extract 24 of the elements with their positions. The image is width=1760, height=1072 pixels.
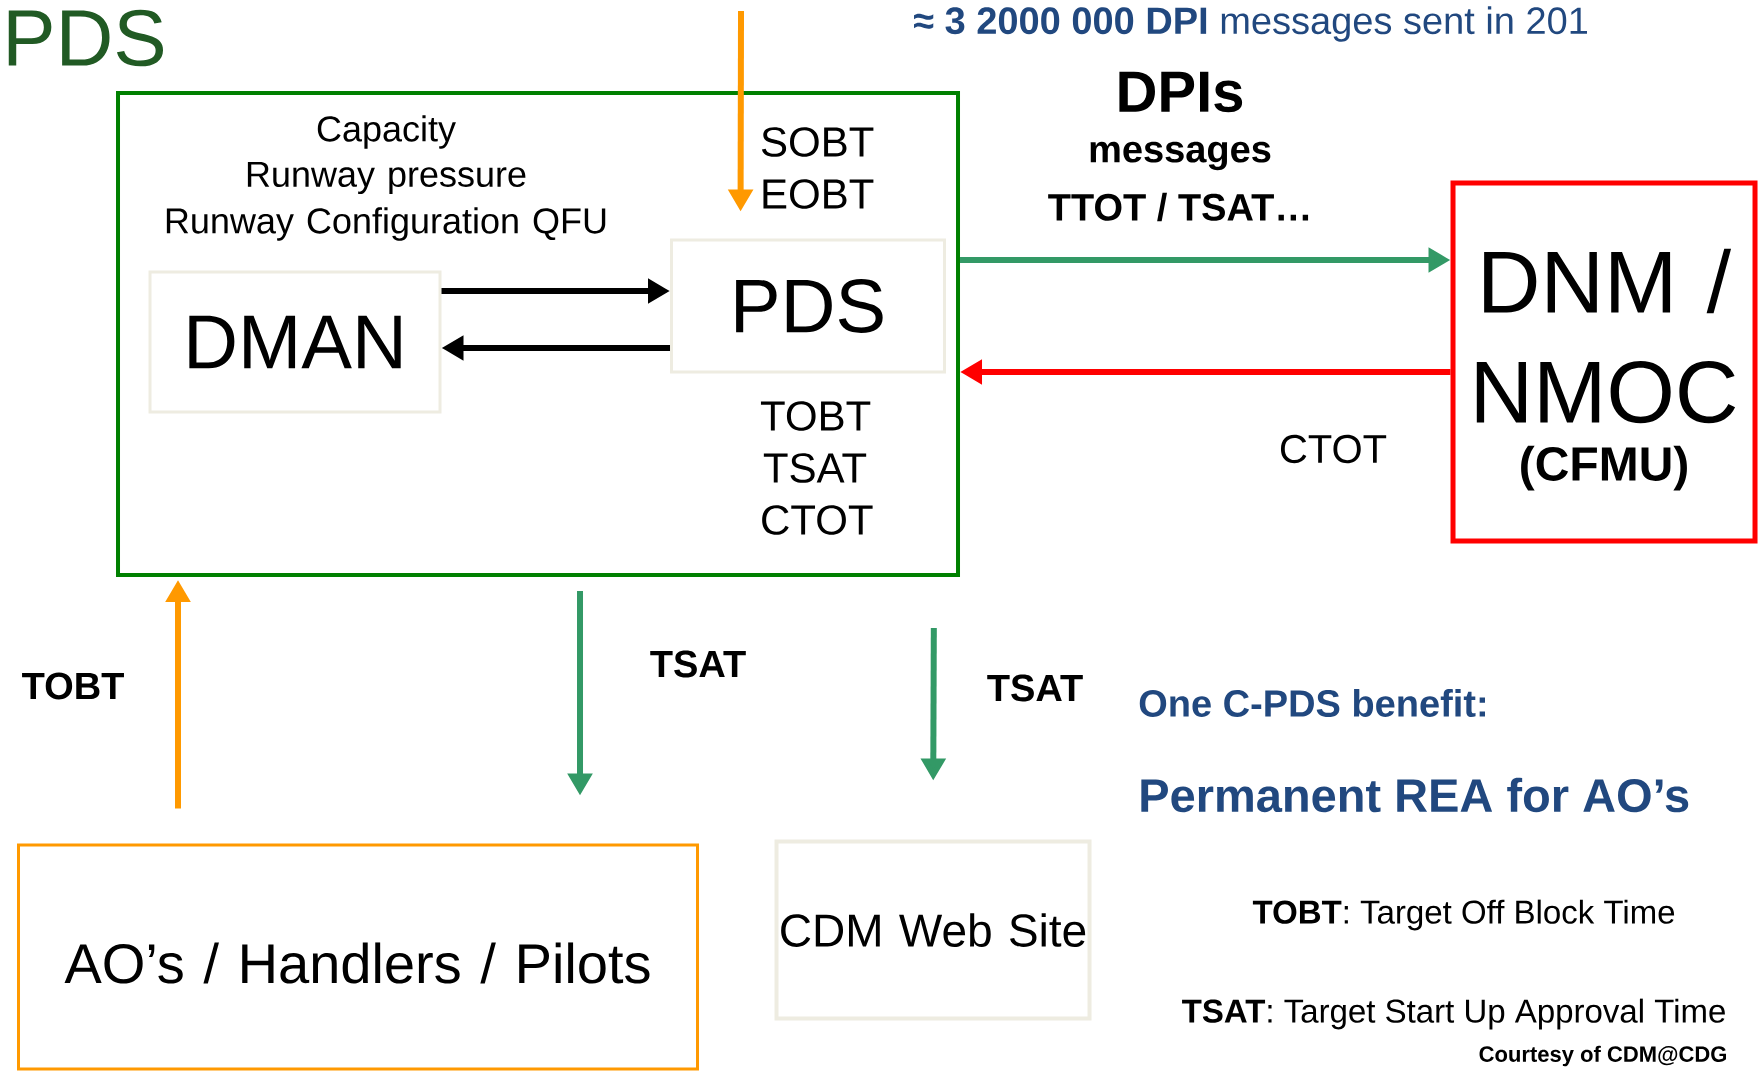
edge-label: TSAT — [984, 672, 1086, 704]
headline-text: ≈ 3 2000 000 DPI messages sent in 201 — [914, 6, 1587, 42]
process-box: DMAN — [148, 270, 442, 414]
parameter-text: Runway Configuration QFU — [166, 207, 606, 241]
edge-label: TOBT — [19, 670, 127, 702]
parameter-text: Runway pressure — [247, 161, 526, 195]
network-box: DNM / NMOC (CFMU) — [1450, 180, 1758, 544]
message-text: CTOT — [1280, 434, 1387, 464]
parameter-text: Capacity — [317, 115, 456, 149]
credit-text: Courtesy of CDM@CDG — [1479, 1045, 1726, 1067]
parameter-list: SOBT EOBT — [761, 127, 874, 209]
message-text: TTOT / TSAT… — [1048, 192, 1309, 222]
message-text: messages — [1090, 141, 1271, 171]
slide-title: PDS — [8, 9, 163, 67]
benefit-heading: One C-PDS benefit: — [1139, 689, 1485, 717]
process-box: PDS — [670, 238, 946, 374]
website-box: CDM Web Site — [774, 839, 1092, 1021]
definition-text: TOBT: Target Off Block Time — [1252, 899, 1675, 931]
benefit-text: Permanent REA for AO’s — [1141, 777, 1689, 813]
user-box: AO’s / Handlers / Pilots — [17, 843, 699, 1071]
parameter-list: TOBT TSAT CTOT — [760, 401, 873, 535]
edge-label: TSAT — [647, 648, 749, 680]
definition-text: TSAT: Target Start Up Approval Time — [1182, 998, 1725, 1030]
heading-text: DPIs — [1119, 71, 1243, 113]
